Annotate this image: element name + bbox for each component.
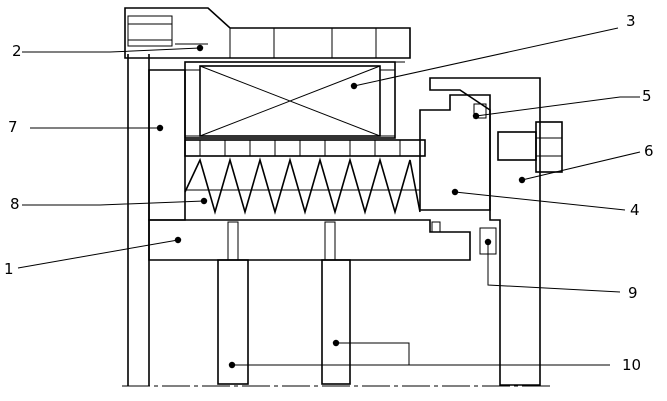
housing-left-wall <box>148 69 186 221</box>
spring <box>184 157 421 215</box>
callout-label-7: 7 <box>8 118 18 136</box>
leader-dots <box>156 44 526 369</box>
armature-plate <box>184 139 426 157</box>
callout-label-8: 8 <box>10 195 20 213</box>
callout-label-1: 1 <box>4 260 14 278</box>
callout-label-6: 6 <box>644 142 654 160</box>
callout-label-5: 5 <box>642 87 652 105</box>
callout-label-10: 10 <box>622 356 641 374</box>
top-cover <box>124 7 411 59</box>
callout-label-9: 9 <box>628 284 638 302</box>
callout-label-4: 4 <box>630 201 640 219</box>
leader-lines <box>17 27 641 366</box>
callout-label-3: 3 <box>626 12 636 30</box>
hex-bolt <box>497 121 563 173</box>
callout-label-2: 2 <box>12 42 22 60</box>
pins <box>217 259 351 385</box>
left-guide-plate <box>127 54 150 386</box>
base-plate <box>148 219 471 261</box>
coil <box>184 61 405 139</box>
